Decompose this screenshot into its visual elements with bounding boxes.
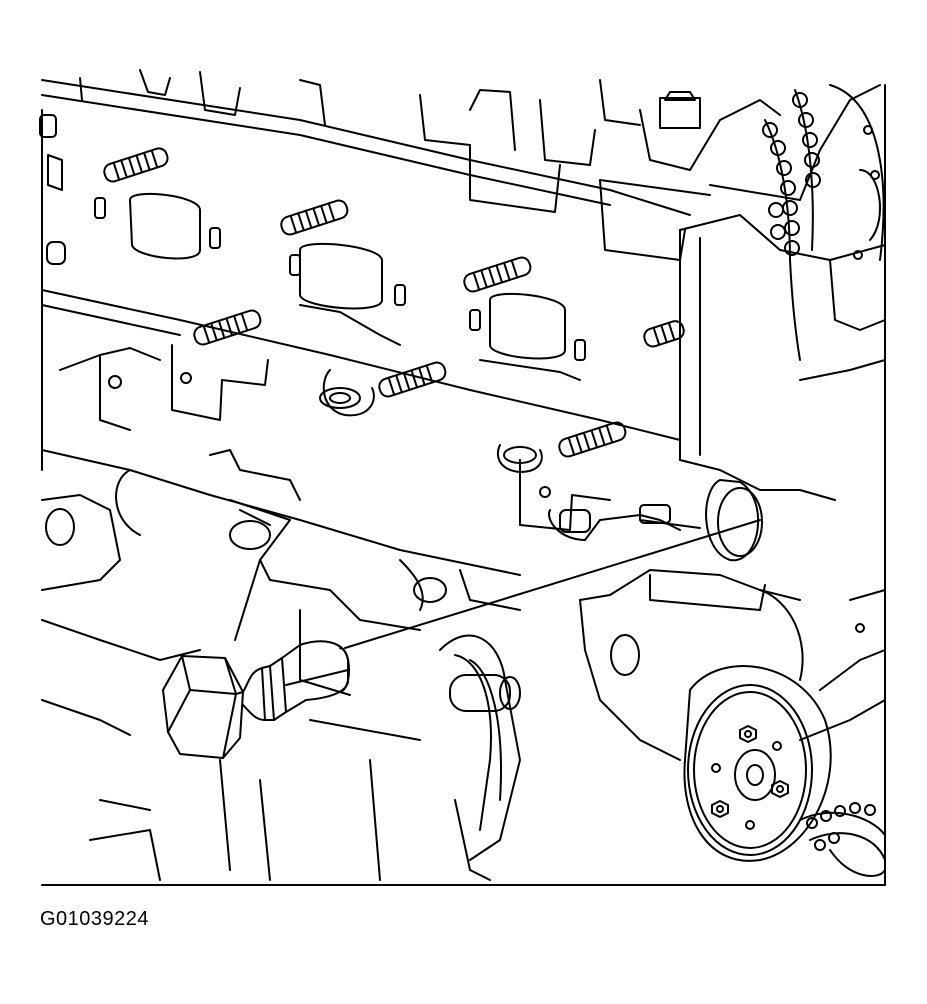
cylinder-head-top [41, 69, 881, 471]
figure-bottom-edge [41, 84, 886, 886]
block-boss-lower [439, 569, 804, 881]
hex-head-sensor-plug-icon [162, 640, 350, 759]
timing-cover [679, 214, 886, 501]
exhaust-ports [39, 114, 586, 381]
crank-sprocket [683, 589, 886, 877]
engine-block-lower-left [41, 469, 521, 881]
sensor-mount-area [344, 479, 763, 649]
figure-id-label: G01039224 [40, 908, 150, 930]
timing-chain [762, 84, 885, 361]
